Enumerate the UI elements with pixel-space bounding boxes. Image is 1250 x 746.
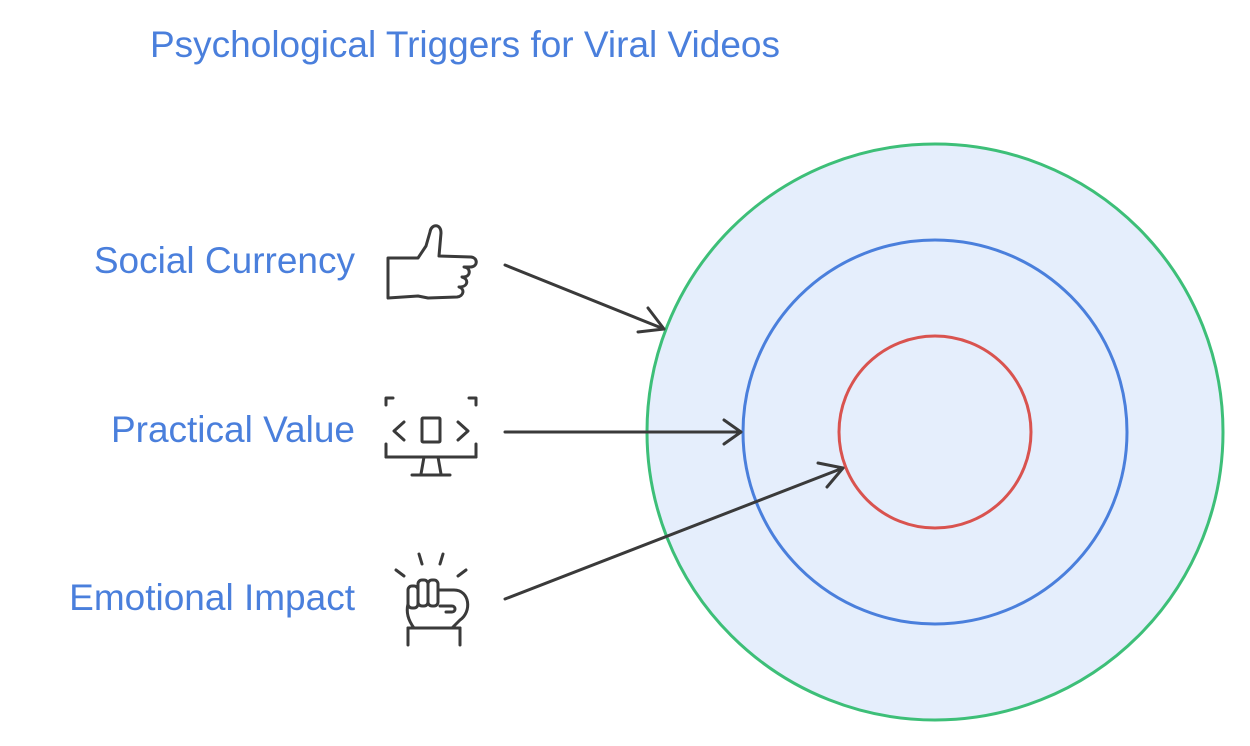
arrow-emotional-impact [503, 461, 845, 601]
thumbs-up-icon [386, 224, 478, 300]
monitor-code-icon [384, 396, 478, 477]
label-social-currency: Social Currency [93, 240, 355, 281]
arrow-practical-value [503, 418, 743, 446]
raised-fist-icon [394, 552, 470, 647]
inner-ring [837, 334, 1033, 530]
diagram-title: Psychological Triggers for Viral Videos [150, 24, 780, 65]
label-practical-value: Practical Value [110, 409, 355, 450]
arrow-social-currency [503, 263, 666, 334]
label-emotional-impact: Emotional Impact [69, 577, 355, 618]
